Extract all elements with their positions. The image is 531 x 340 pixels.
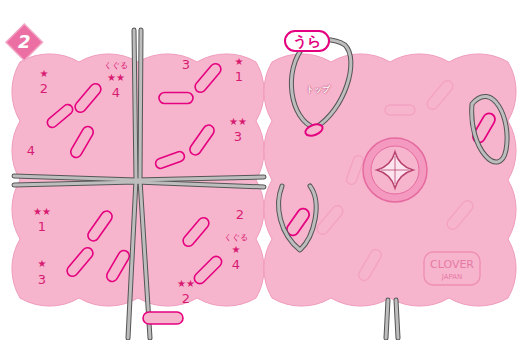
slot-number: 4 (27, 144, 35, 157)
star-mark: ★ (232, 245, 241, 255)
back-disk (264, 40, 516, 338)
step-number: 2 (6, 24, 43, 61)
step-number-text: 2 (18, 33, 31, 51)
slot-number: 2 (236, 208, 244, 221)
slot-number: 2 (40, 82, 48, 95)
star-mark: ★ (40, 69, 49, 79)
side-label-text: うら (293, 34, 321, 48)
star-mark: ★★ (107, 73, 125, 83)
instruction-note: くぐる (224, 234, 248, 242)
slot-number: 4 (232, 258, 240, 271)
slot-number: 3 (182, 58, 190, 71)
brand-name: CLOVER (430, 259, 474, 270)
star-mark: ★★ (229, 117, 247, 127)
side-label: うら (284, 30, 330, 52)
slot-number: 4 (112, 86, 120, 99)
brand-country: JAPAN (442, 274, 463, 281)
star-mark: ★★ (33, 207, 51, 217)
top-marker-label: トップ (306, 86, 330, 94)
slot-number: 1 (235, 70, 243, 83)
instruction-note: くぐる (104, 62, 128, 70)
star-mark: ★★ (177, 279, 195, 289)
star-mark: ★ (38, 259, 47, 269)
slot-number: 3 (234, 130, 242, 143)
front-disk (12, 30, 264, 338)
slot-number: 1 (38, 220, 46, 233)
slot-number: 2 (182, 292, 190, 305)
star-mark: ★ (235, 57, 244, 67)
slot-number: 3 (38, 273, 46, 286)
